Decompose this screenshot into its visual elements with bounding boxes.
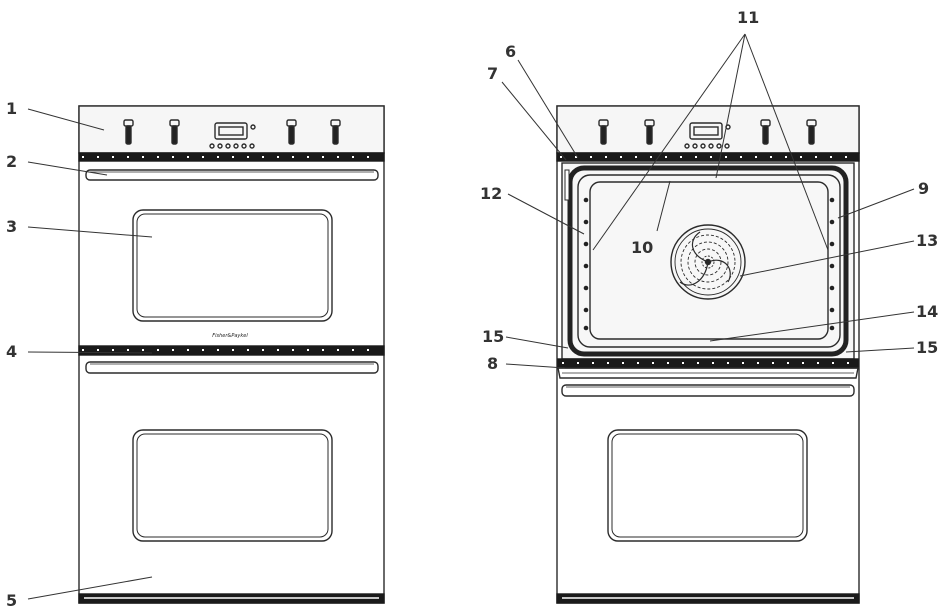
convection-fan	[670, 224, 746, 300]
left-display-and-buttons	[209, 122, 256, 149]
leader-line-1	[27, 108, 105, 131]
callout-4: 4	[6, 342, 18, 361]
callout-15-right: 15	[916, 338, 939, 357]
leader-line-8	[505, 363, 566, 369]
right-control-knobs	[598, 119, 817, 145]
left-upper-door-handle	[85, 169, 379, 181]
callout-5: 5	[6, 591, 18, 610]
leader-line-2	[27, 161, 108, 176]
callout-2: 2	[6, 152, 18, 171]
leader-line-11c	[744, 33, 829, 251]
callout-15-left: 15	[482, 327, 505, 346]
callout-13: 13	[916, 231, 939, 250]
callout-6: 6	[505, 42, 517, 61]
leader-line-11b	[715, 33, 746, 179]
leader-line-12	[507, 193, 585, 235]
callout-10: 10	[631, 238, 654, 257]
right-lower-door-handle	[561, 384, 855, 397]
right-shelf-runners	[829, 197, 835, 331]
leader-line-7	[501, 81, 567, 161]
left-bottom-trim	[78, 593, 385, 604]
leader-line-9	[837, 188, 915, 219]
leader-line-10	[656, 180, 671, 232]
open-door-rim	[557, 358, 859, 379]
left-mid-vent-strip	[78, 345, 385, 356]
leader-line-6	[517, 59, 579, 159]
leader-line-5	[27, 576, 153, 600]
callout-3: 3	[6, 217, 18, 236]
right-upper-vent-strip	[556, 152, 860, 162]
leader-line-4	[27, 351, 153, 354]
left-upper-window	[132, 209, 333, 322]
right-bottom-trim	[556, 593, 860, 604]
left-lower-window	[132, 429, 333, 542]
callout-1: 1	[6, 99, 18, 118]
leader-line-15-left	[505, 336, 569, 349]
left-shelf-runners	[583, 197, 589, 331]
oven-cavity	[561, 162, 855, 360]
callout-7: 7	[487, 64, 499, 83]
left-lower-door-handle	[85, 361, 379, 374]
left-upper-door	[85, 169, 379, 322]
callout-9: 9	[918, 179, 930, 198]
leader-line-3	[27, 226, 153, 238]
left-lower-door	[85, 361, 379, 542]
left-brand-logo: Fisher&Paykel	[212, 333, 248, 339]
right-oven-open	[556, 105, 860, 604]
callout-14: 14	[916, 302, 939, 321]
leader-line-15-right	[845, 347, 915, 353]
callout-12: 12	[480, 184, 503, 203]
leader-line-11a	[592, 33, 746, 251]
leader-line-14	[709, 311, 915, 342]
right-lower-door	[561, 384, 855, 542]
callout-8: 8	[487, 354, 499, 373]
leader-line-13	[739, 240, 915, 277]
right-lower-window	[607, 429, 808, 542]
leader-lines	[27, 33, 915, 600]
left-oven-closed	[78, 105, 385, 604]
oven-back-wall	[589, 181, 829, 340]
left-control-knobs	[123, 119, 341, 145]
left-upper-vent-strip	[78, 152, 385, 162]
callout-11: 11	[737, 8, 760, 27]
